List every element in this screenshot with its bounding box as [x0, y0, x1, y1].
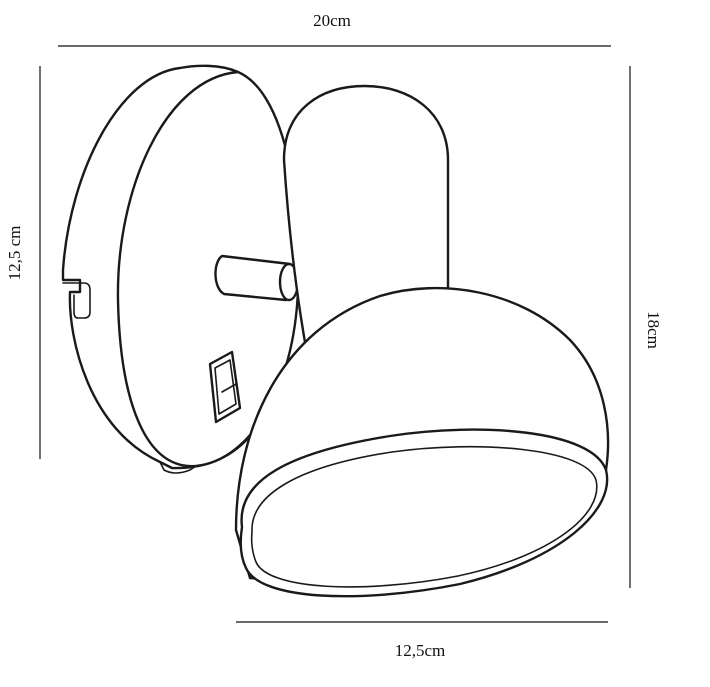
connector-stem: [214, 254, 300, 302]
right-height-label: 18cm: [644, 311, 663, 349]
lamp-shade: [234, 286, 610, 598]
top-width-label: 20cm: [313, 11, 351, 30]
bottom-width-label: 12,5cm: [395, 641, 446, 660]
rocker-switch: [208, 350, 242, 424]
left-height-label: 12,5 cm: [5, 226, 24, 281]
